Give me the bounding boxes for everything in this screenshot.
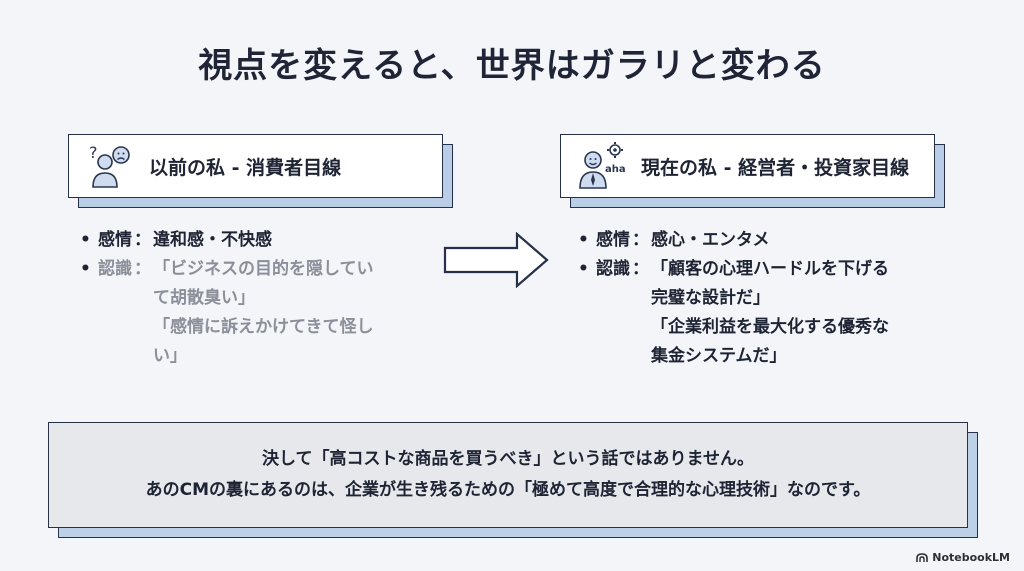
bullet-value: 「顧客の心理ハードルを下げる 完璧な設計だ」 「企業利益を最大化する優秀な 集金… <box>651 255 968 371</box>
svg-text:?: ? <box>89 143 98 162</box>
consumer-view-card: ? 以前の私 - 消費者目線 <box>68 134 453 208</box>
bullet-key: 認識 <box>98 259 132 279</box>
bullet-line: て胡散臭い」 <box>153 288 255 308</box>
bullet-line: 「顧客の心理ハードルを下げる <box>651 259 889 279</box>
bullet-colon: ： <box>134 259 151 279</box>
bullet-dot: • <box>578 230 589 250</box>
bullet-value: 「ビジネスの目的を隠してい て胡散臭い」 「感情に訴えかけてきて怪し い」 <box>153 255 440 371</box>
aha-businessperson-icon: aha <box>579 142 626 189</box>
bullet-key: 感情 <box>98 230 132 250</box>
notebooklm-logo-icon <box>916 552 929 562</box>
aha-text: aha <box>605 164 626 175</box>
bullet-line: 集金システムだ」 <box>651 346 787 366</box>
bullet-line: 完璧な設計だ」 <box>651 288 770 308</box>
investor-view-label: 現在の私 - 経営者・投資家目線 <box>641 156 910 179</box>
conclusion-line-1: 決して「高コストな商品を買うべき」という話ではありません。 <box>262 449 754 469</box>
conclusion-line-2: あのCMの裏にあるのは、企業が生き残るための「極めて高度で合理的な心理技術」なの… <box>145 480 871 500</box>
bullet-dot: • <box>578 259 589 279</box>
bullet-value: 感心・エンタメ <box>651 226 968 255</box>
list-item: • 認識 ： 「顧客の心理ハードルを下げる 完璧な設計だ」 「企業利益を最大化す… <box>578 255 968 371</box>
confused-person-icon: ? <box>89 143 130 188</box>
bullet-line: 「企業利益を最大化する優秀な <box>651 317 889 337</box>
bullet-line: 感心・エンタメ <box>651 230 770 250</box>
brand-watermark: NotebookLM <box>916 551 1010 564</box>
slide-title: 視点を変えると、世界はガラリと変わる <box>198 46 826 86</box>
consumer-view-bullets: • 感情 ： 違和感・不快感 • 認識 ： 「ビジネスの目的を隠してい て胡散臭… <box>80 226 440 371</box>
bullet-line: 「感情に訴えかけてきて怪し <box>153 317 374 337</box>
list-item: • 感情 ： 違和感・不快感 <box>80 226 440 255</box>
bullet-dot: • <box>80 259 91 279</box>
bullet-key: 感情 <box>596 230 630 250</box>
list-item: • 感情 ： 感心・エンタメ <box>578 226 968 255</box>
bullet-key: 認識 <box>596 259 630 279</box>
conclusion-banner: 決して「高コストな商品を買うべき」という話ではありません。 あのCMの裏にあるの… <box>48 422 978 538</box>
bullet-dot: • <box>80 230 91 250</box>
bullet-colon: ： <box>632 230 649 250</box>
bullet-line: 違和感・不快感 <box>153 230 272 250</box>
bullet-value: 違和感・不快感 <box>153 226 440 255</box>
card-face: aha 現在の私 - 経営者・投資家目線 <box>560 134 935 198</box>
bullet-colon: ： <box>134 230 151 250</box>
card-face: ? 以前の私 - 消費者目線 <box>68 134 443 198</box>
bullet-line: い」 <box>153 346 187 366</box>
investor-view-card: aha 現在の私 - 経営者・投資家目線 <box>560 134 945 208</box>
consumer-view-label: 以前の私 - 消費者目線 <box>149 156 342 179</box>
bullet-colon: ： <box>632 259 649 279</box>
right-arrow-icon <box>443 232 549 288</box>
banner-face: 決して「高コストな商品を買うべき」という話ではありません。 あのCMの裏にあるの… <box>48 422 968 528</box>
brand-name: NotebookLM <box>932 551 1010 564</box>
list-item: • 認識 ： 「ビジネスの目的を隠してい て胡散臭い」 「感情に訴えかけてきて怪… <box>80 255 440 371</box>
investor-view-bullets: • 感情 ： 感心・エンタメ • 認識 ： 「顧客の心理ハードルを下げる 完璧な… <box>578 226 968 371</box>
bullet-line: 「ビジネスの目的を隠してい <box>153 259 374 279</box>
